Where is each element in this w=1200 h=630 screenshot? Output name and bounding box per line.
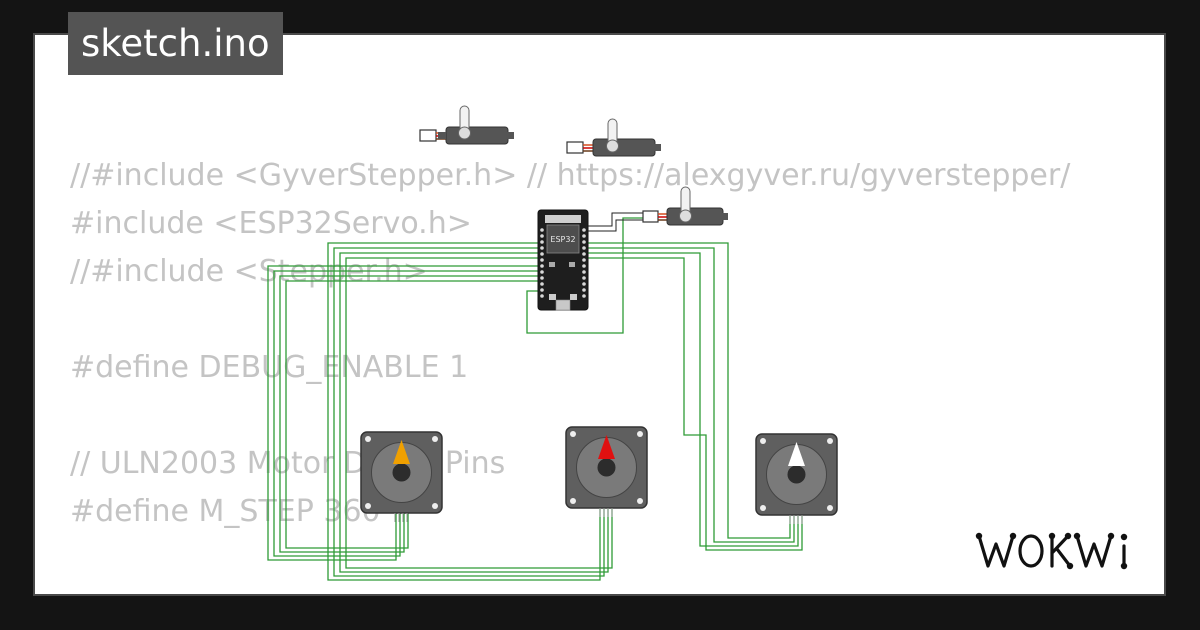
wokwi-logo <box>975 532 1128 570</box>
servo-motor <box>566 118 661 157</box>
board-label: ESP32 <box>550 235 575 244</box>
stepper-pointer <box>598 435 615 459</box>
code-line: #define M1_IN1 21 <box>70 584 1070 594</box>
stepper-pointer <box>788 442 805 466</box>
code-line: #include <ESP32Servo.h> <box>70 206 472 241</box>
stepper-motor <box>565 426 648 517</box>
code-line: //#include <GyverStepper.h> // https://a… <box>70 158 1071 193</box>
file-title-tab: sketch.ino <box>68 12 283 75</box>
code-line: #define M_STEP 360 <box>70 494 381 529</box>
wires <box>267 217 803 581</box>
servo-signal-wires <box>585 212 645 232</box>
stepper-motor <box>360 431 443 522</box>
servo-motor <box>419 105 514 145</box>
esp32-board: ESP32 <box>537 209 589 311</box>
stepper-pointer <box>393 440 410 464</box>
servo-motor <box>642 186 728 226</box>
code-background: //#include <GyverStepper.h> // https://a… <box>70 152 1071 594</box>
code-line: #define DEBUG_ENABLE 1 <box>70 350 469 385</box>
stepper-motor <box>755 433 838 524</box>
